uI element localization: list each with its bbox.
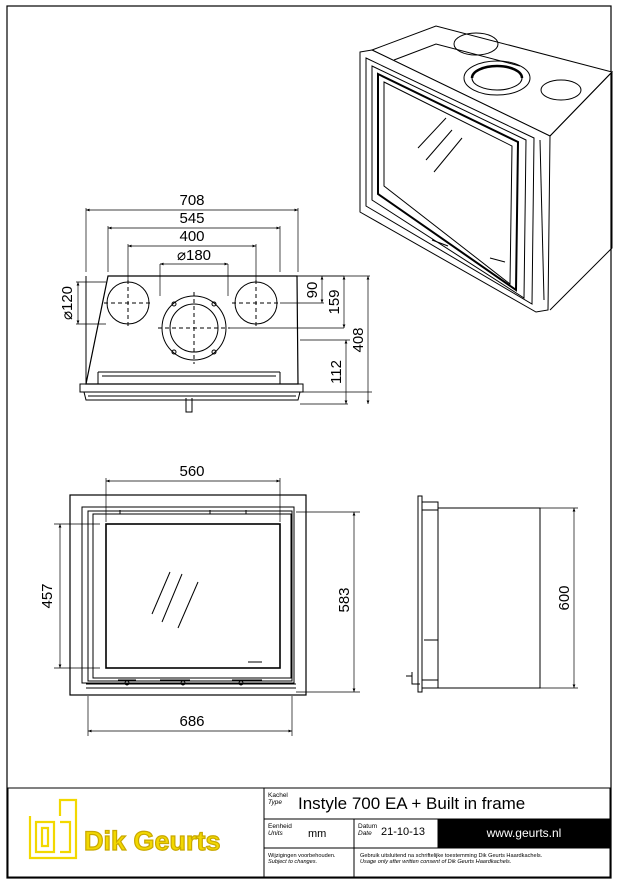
usage-note: Gebruik uitsluitend na schriftelijke toe… bbox=[360, 853, 608, 866]
dim-112: 112 bbox=[328, 360, 345, 384]
front-view bbox=[54, 478, 360, 736]
dim-d120: ⌀120 bbox=[59, 286, 76, 320]
dim-457: 457 bbox=[39, 583, 56, 608]
usage-en: Usage only after written consent of Dik … bbox=[360, 859, 512, 866]
dim-708: 708 bbox=[179, 192, 204, 209]
units-label: Eenheid Units bbox=[268, 823, 292, 837]
units-label-nl: Eenheid bbox=[268, 823, 292, 830]
dim-600: 600 bbox=[556, 585, 573, 610]
dim-159: 159 bbox=[326, 289, 343, 314]
type-value: Instyle 700 EA + Built in frame bbox=[298, 794, 526, 813]
top-view bbox=[76, 208, 372, 413]
date-label-nl: Datum bbox=[358, 823, 378, 830]
changes-nl: Wijzigingen voorbehouden. bbox=[268, 853, 336, 859]
changes-note: Wijzigingen voorbehouden. Subject to cha… bbox=[268, 853, 335, 866]
website-link[interactable]: www.geurts.nl bbox=[486, 826, 562, 840]
page-border bbox=[6, 5, 612, 879]
dim-lines-side bbox=[540, 507, 578, 689]
logo-text: Dik Geurts bbox=[83, 825, 221, 856]
dim-408: 408 bbox=[350, 327, 367, 352]
type-label-nl: Kachel bbox=[268, 792, 288, 799]
changes-en: Subject to changes. bbox=[268, 859, 318, 866]
usage-nl: Gebruik uitsluitend na schriftelijke toe… bbox=[360, 853, 543, 859]
dim-560: 560 bbox=[179, 463, 204, 480]
dim-90: 90 bbox=[304, 282, 321, 299]
units-label-en: Units bbox=[268, 830, 283, 837]
side-view bbox=[406, 495, 578, 693]
dik-geurts-logo-mark bbox=[28, 798, 78, 860]
dim-lines-front bbox=[54, 478, 360, 736]
isometric-view bbox=[359, 25, 613, 313]
dim-686: 686 bbox=[179, 713, 204, 730]
dim-400: 400 bbox=[179, 228, 204, 245]
dim-d180: ⌀180 bbox=[177, 247, 211, 264]
date-value: 21-10-13 bbox=[381, 826, 426, 838]
date-label-en: Date bbox=[358, 830, 372, 837]
dim-545: 545 bbox=[179, 210, 204, 227]
website-bg bbox=[438, 819, 610, 848]
date-label: Datum Date bbox=[358, 823, 377, 837]
dim-lines-top bbox=[76, 208, 372, 405]
units-value: mm bbox=[308, 828, 327, 840]
type-label-en: Type bbox=[268, 799, 282, 806]
type-label: Kachel Type bbox=[268, 792, 288, 806]
dim-583: 583 bbox=[336, 587, 353, 612]
